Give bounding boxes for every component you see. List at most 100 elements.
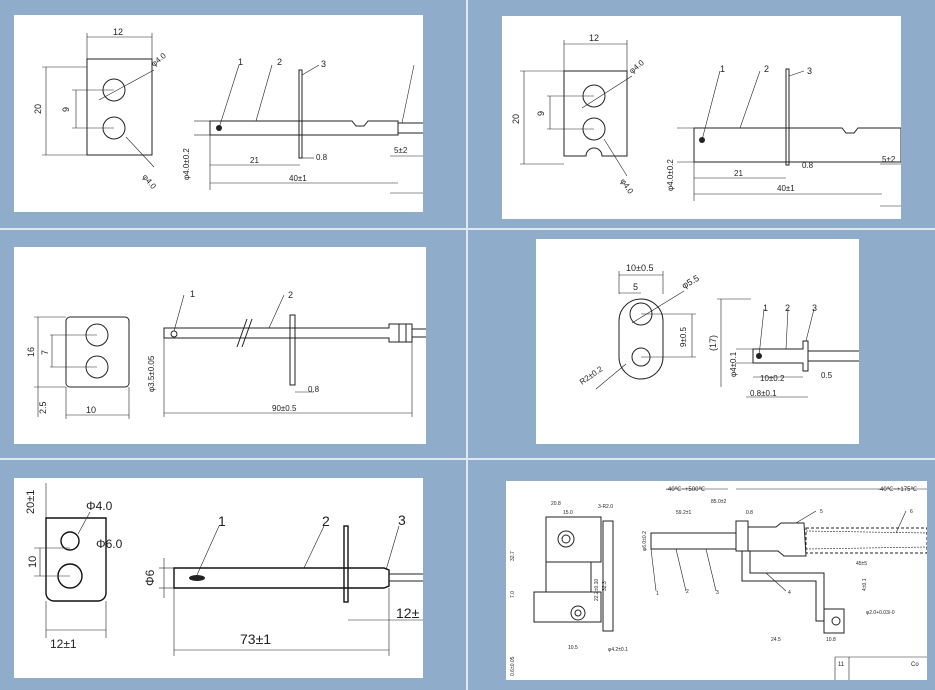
callout-4: 4	[788, 590, 791, 596]
dim-15: 15.0	[563, 510, 573, 516]
hole-pitch-dim: 10	[27, 556, 39, 568]
callout-3: 3	[321, 59, 326, 69]
dim-0-6: 0.6±0.05	[510, 656, 516, 676]
callout-2: 2	[764, 64, 769, 74]
side-view: 1 2 3 φ4.0±0.2 21 0.8 40±1 5±2	[666, 64, 901, 207]
dim-probe-6: φ6.0±0.2	[642, 531, 648, 551]
dim-4: 4±0.1	[862, 578, 868, 591]
vertical-divider	[466, 0, 468, 690]
dim-hole-4-2: φ4.2±0.1	[608, 647, 628, 653]
probe-length-dim: 73±1	[240, 631, 271, 647]
hole-bottom-dim: Φ6.0	[96, 537, 123, 551]
probe-tail-dim: 5±2	[882, 155, 896, 164]
dim-20-8: 20.8	[551, 501, 561, 507]
probe-pos-dim: 21	[250, 156, 259, 165]
callout-1: 1	[238, 57, 243, 67]
hole-dim: φ5.5	[680, 273, 701, 291]
hole-bottom-dim: φ4.0	[140, 173, 158, 192]
callout-2: 2	[288, 290, 293, 300]
hole-top-dim: φ4.0	[150, 51, 169, 69]
offset-dim: 5	[633, 282, 638, 292]
face-width-dim: 10±0.5	[626, 263, 653, 273]
face-height-dim: 20	[33, 104, 43, 114]
callout-2: 2	[277, 57, 282, 67]
callout-2: 2	[785, 303, 790, 313]
probe-length-dim: 40±1	[777, 184, 795, 193]
horizontal-divider	[0, 458, 935, 460]
probe-diameter-dim: φ4.0±0.2	[666, 159, 675, 191]
probe-len-dim: 10±0.2	[760, 374, 785, 383]
callout-1: 1	[218, 513, 226, 529]
callout-3: 3	[716, 590, 719, 596]
callout-2: 2	[322, 513, 330, 529]
hole-top-dim: φ4.0	[628, 58, 647, 76]
probe-diameter-dim: φ4±0.1	[729, 351, 738, 377]
face-height-dim: 20	[511, 114, 521, 124]
dim-59: 59.2±1	[676, 510, 691, 516]
table-cell-11: 11	[838, 662, 845, 668]
dim-r2: 3-R2.0	[598, 504, 613, 510]
dim-10-8: 10.8	[826, 637, 836, 643]
hole-bottom-dim: φ4.0	[618, 177, 635, 196]
callout-3: 3	[812, 303, 817, 313]
hole-pitch-dim: 7	[40, 350, 50, 355]
dim-22-2: 22.2±0.10	[594, 579, 600, 601]
probe-pos-dim: 21	[734, 169, 743, 178]
table-cell-co: Co	[911, 662, 919, 668]
dim-85: 85.0±2	[711, 499, 726, 505]
probe-thk-dim: 0.8	[802, 161, 814, 170]
side-view: 1 2 φ3.5±0.05 0.8 90±0.5	[147, 289, 426, 417]
probe-thk-dim: 0.5	[821, 371, 833, 380]
callout-3: 3	[398, 512, 406, 528]
callout-6: 6	[910, 509, 913, 515]
front-view: 20±1 Φ4.0 Φ6.0 10 12±1	[25, 483, 123, 651]
front-view: 16 7 2.5 10	[26, 316, 130, 419]
panel-sensor-drawing-b: 12 20 9 φ4.0 φ4.0 1 2 3	[502, 16, 901, 219]
probe-diameter-dim: φ4.0±0.2	[182, 148, 191, 180]
probe-tail-dim: 5±2	[394, 146, 408, 155]
horizontal-divider	[0, 228, 935, 230]
callout-2: 2	[686, 589, 689, 595]
face-width-dim: 12±1	[50, 637, 77, 651]
probe-thk-dim: 0.8	[308, 385, 320, 394]
callout-3: 3	[807, 66, 812, 76]
panel-sensor-drawing-a: 12 20 9 φ4.0 φ4.0 1 2 3	[14, 15, 423, 212]
dim-32-7: 32.7	[510, 551, 516, 561]
side-view: 1 2 3 (17) φ4±0.1 10±0.2 0.5 0.8±0.1	[708, 298, 859, 398]
hole-pitch-dim: 9	[61, 107, 71, 112]
temp-range-1: -40℃~+500℃	[666, 487, 705, 493]
panel-sensor-drawing-c: 16 7 2.5 10 1 2 φ3.5±0.05	[14, 247, 426, 444]
bottom-offset-dim: 2.5	[38, 401, 48, 414]
callout-1: 1	[656, 591, 659, 597]
callout-1: 1	[763, 303, 768, 313]
hole-pitch-dim: 9±0.5	[679, 326, 688, 347]
temp-range-2: -40℃~+175℃	[878, 487, 917, 493]
dim-hole-2: φ2.0+0.03/-0	[866, 610, 895, 616]
probe-thk-dim: 0.8	[316, 153, 328, 162]
probe-length-dim: 40±1	[289, 174, 307, 183]
side-view: 1 2 3 φ4.0±0.2 21 0.8 40±1 5±2	[182, 57, 423, 194]
radius-dim: R2±0.2	[578, 364, 605, 386]
flange-dim: 0.8±0.1	[750, 389, 777, 398]
probe-tail-dim: 12±	[396, 605, 420, 621]
hole-top-dim: Φ4.0	[86, 499, 113, 513]
face-height-dim: 16	[26, 347, 36, 357]
front-view: 12 20 9 φ4.0 φ4.0	[33, 27, 168, 191]
front-view: 12 20 9 φ4.0 φ4.0	[511, 33, 646, 196]
hole-pitch-dim: 9	[536, 111, 546, 116]
probe-length-dim: 90±0.5	[272, 404, 297, 413]
side-view: 1 2 3 Φ6 73±1 12±	[143, 512, 423, 656]
callout-5: 5	[820, 509, 823, 515]
panel-assembly-drawing: -40℃~+500℃ -40℃~+175℃ 20.8 15.0 3-R2.0 8…	[506, 481, 927, 680]
panel-sensor-drawing-e: 20±1 Φ4.0 Φ6.0 10 12±1 1 2 3	[14, 478, 423, 678]
callout-1: 1	[190, 289, 195, 299]
face-width-dim: 10	[86, 405, 96, 415]
overall-dim: (17)	[708, 335, 718, 351]
probe-diameter-dim: Φ6	[143, 569, 157, 586]
face-width-dim: 12	[113, 27, 123, 37]
dim-7: 7.0	[510, 591, 516, 598]
dim-0-8: 0.8	[746, 510, 753, 516]
assembly-view: -40℃~+500℃ -40℃~+175℃ 20.8 15.0 3-R2.0 8…	[510, 487, 927, 680]
dim-45: 45±5	[856, 561, 867, 567]
